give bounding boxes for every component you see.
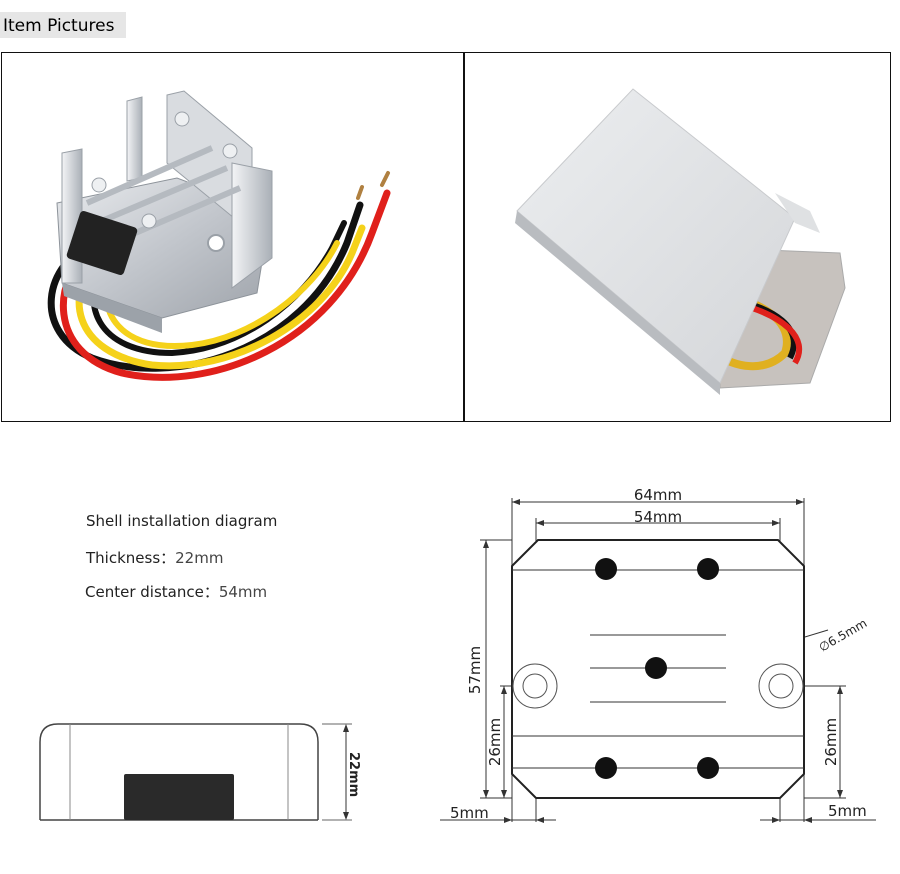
hole-diameter-label: ∅6.5mm [817, 616, 870, 655]
photo-frame-spacer [437, 52, 464, 422]
photo-frame-box [464, 52, 891, 422]
side-height-label: 22mm [346, 752, 361, 797]
edge-left-label: 5mm [450, 804, 489, 822]
mount-dots [595, 558, 719, 779]
center-distance-row: Center distance：54mm [85, 581, 267, 602]
hole-offset-right-label: 26mm [822, 718, 840, 766]
install-title: Shell installation diagram [86, 512, 278, 530]
hole-offset-left-label: 26mm [486, 718, 504, 766]
center-distance-value: 54mm [218, 583, 268, 601]
converter-body [56, 90, 273, 333]
side-terminal [124, 774, 234, 820]
width-outer-label: 64mm [634, 486, 682, 504]
thickness-label: Thickness： [86, 549, 176, 567]
center-distance-label: Center distance： [85, 583, 219, 601]
edge-right-label: 5mm [828, 802, 867, 820]
width-center-label: 54mm [634, 508, 682, 526]
package-box [515, 88, 846, 395]
top-view-diagram: 64mm 54mm 57mm 26mm 26mm ∅6.5mm 5mm 5mm [440, 486, 876, 823]
photo-frame-converter [1, 52, 439, 422]
height-label: 57mm [466, 646, 484, 694]
mount-holes [512, 663, 804, 709]
side-view-diagram: 22mm [39, 723, 361, 821]
thickness-row: Thickness：22mm [86, 547, 223, 568]
section-title: Item Pictures [0, 12, 127, 38]
side-outline [39, 723, 319, 820]
thickness-value: 22mm [175, 549, 224, 567]
box-photo [515, 88, 846, 395]
converter-photo [47, 90, 391, 381]
